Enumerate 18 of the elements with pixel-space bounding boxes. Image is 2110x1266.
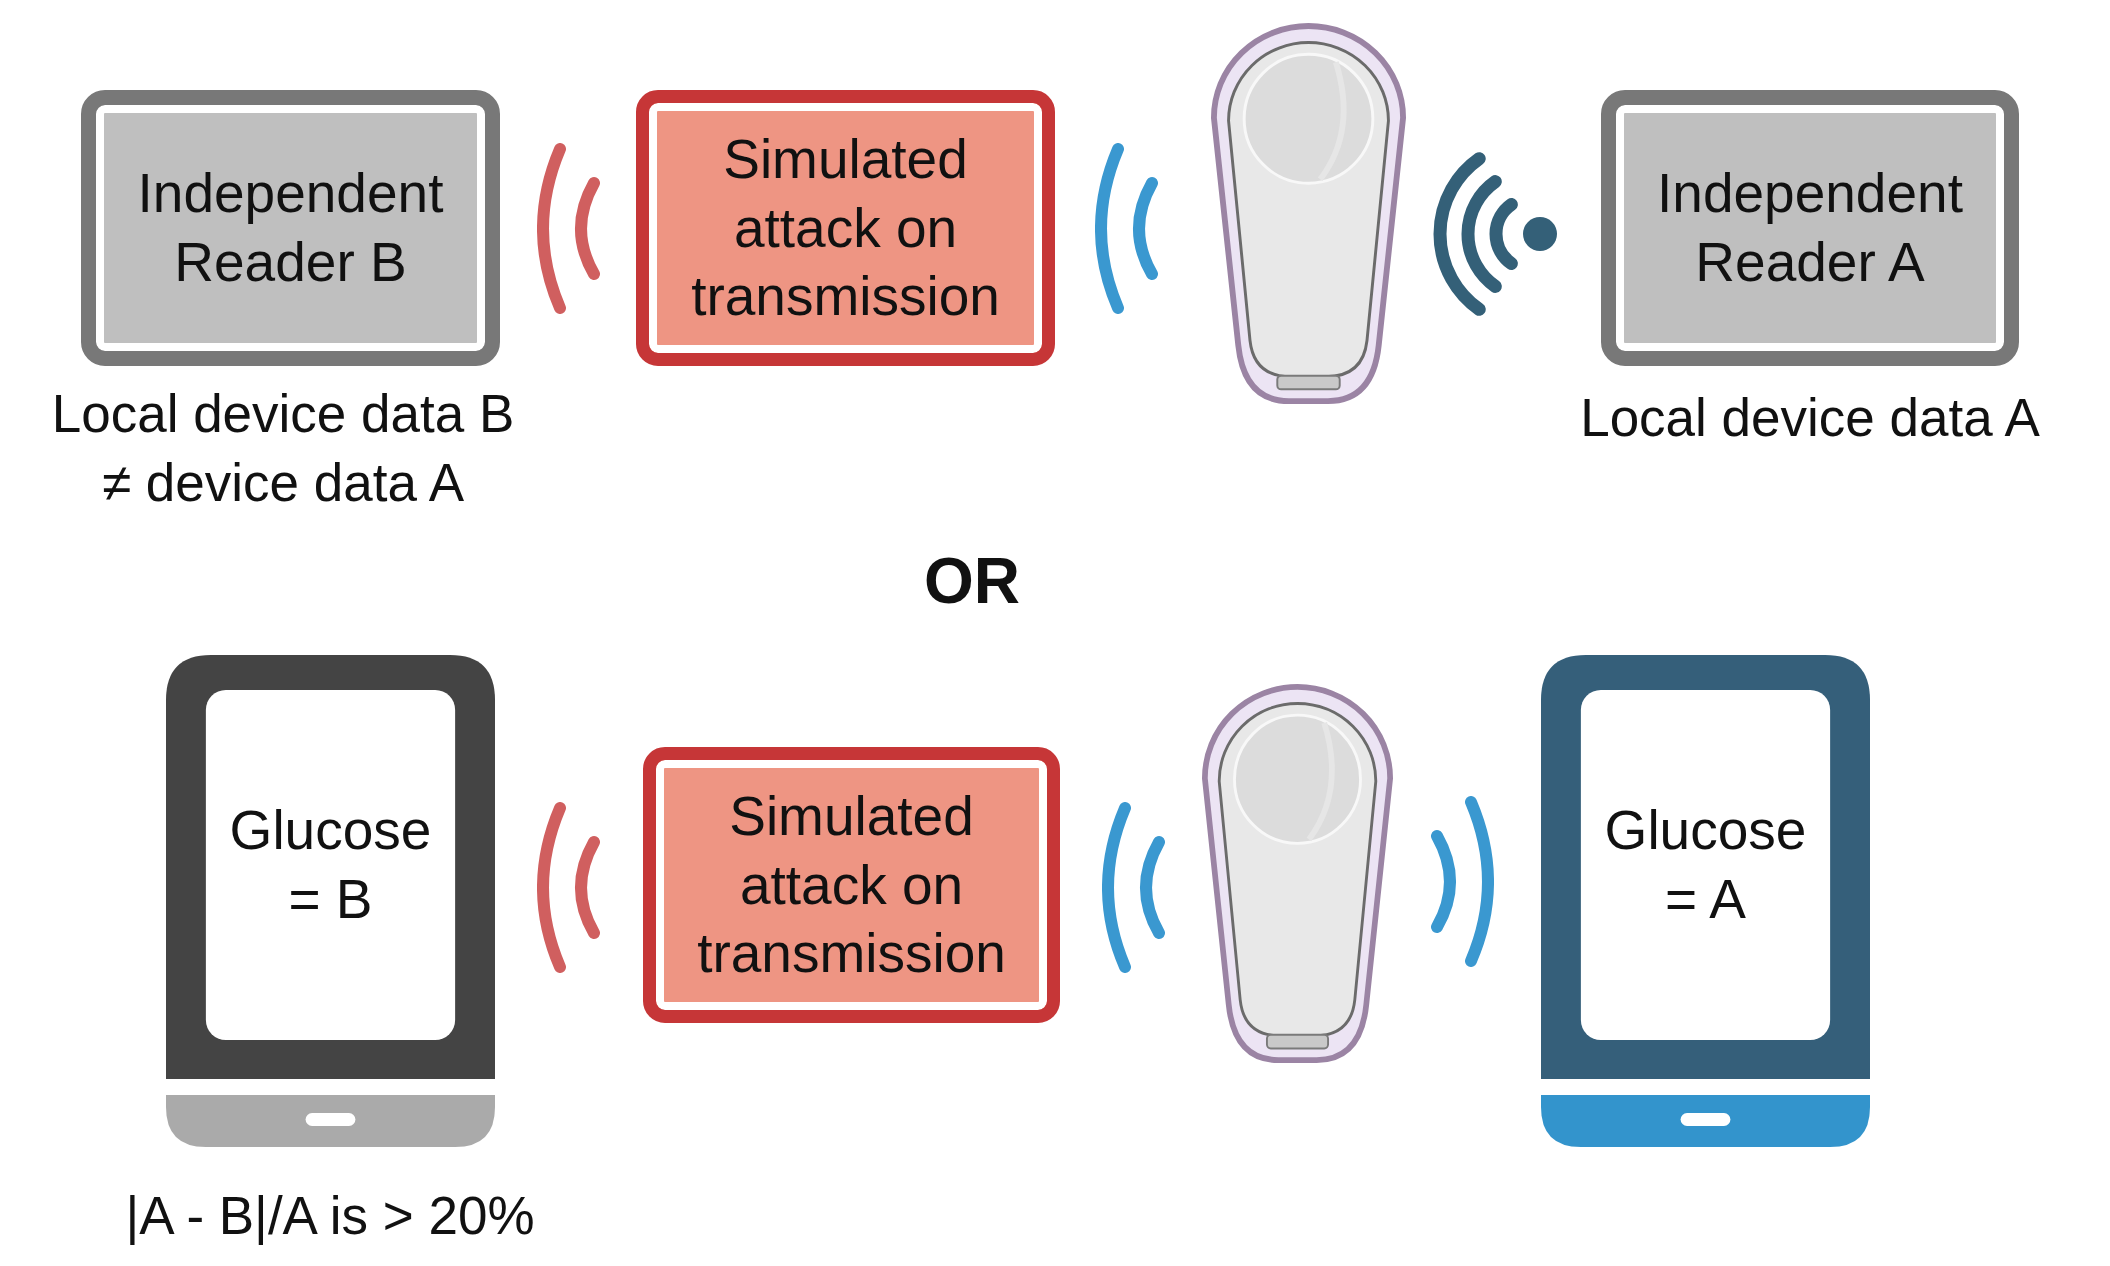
sensor-illustration bbox=[1202, 684, 1393, 1063]
device-data-note: Local device data B ≠ device data A bbox=[50, 383, 516, 514]
reader-device bbox=[81, 90, 500, 366]
reader-device bbox=[1601, 90, 2019, 366]
reader-label: Independent Reader A bbox=[1656, 161, 1964, 295]
attack-label: Simulated attack on transmission bbox=[690, 126, 1001, 330]
separator-text: OR bbox=[924, 544, 1020, 619]
difference-note: |A - B|/A is > 20% bbox=[125, 1185, 535, 1247]
smartphone-device bbox=[166, 655, 495, 1147]
attack-panel bbox=[643, 747, 1060, 1023]
attack-panel bbox=[636, 90, 1055, 366]
sensor-illustration bbox=[1211, 23, 1406, 404]
attack-label: Simulated attack on transmission bbox=[696, 783, 1007, 987]
smartphone-device bbox=[1541, 655, 1870, 1147]
reader-label: Independent Reader B bbox=[136, 161, 445, 295]
glucose-reading: Glucose = A bbox=[1603, 798, 1808, 932]
device-data-note: Local device data A bbox=[1580, 387, 2040, 449]
glucose-reading: Glucose = B bbox=[228, 798, 433, 932]
